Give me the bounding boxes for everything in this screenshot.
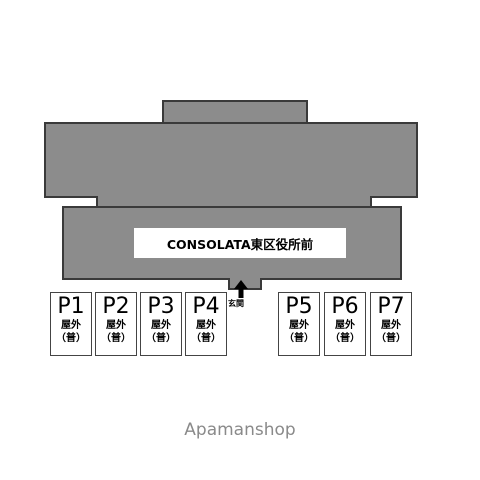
parking-slot: P6 屋外 （普） xyxy=(324,292,366,356)
parking-slot: P1 屋外 （普） xyxy=(50,292,92,356)
parking-slot-number: P1 xyxy=(57,294,85,319)
parking-slot-size: （普） xyxy=(146,333,176,344)
parking-slot-number: P2 xyxy=(102,294,130,319)
entrance-label: 玄関 xyxy=(228,299,244,308)
parking-slot-size: （普） xyxy=(101,333,131,344)
parking-slot-type: 屋外 xyxy=(106,320,126,331)
parking-slot-size: （普） xyxy=(330,333,360,344)
building-name: CONSOLATA東区役所前 xyxy=(166,236,314,252)
parking-slot: P2 屋外 （普） xyxy=(95,292,137,356)
building-name-label: CONSOLATA東区役所前 xyxy=(134,228,346,258)
parking-slot-size: （普） xyxy=(191,333,221,344)
building-roof-top xyxy=(162,100,308,126)
parking-slot-type: 屋外 xyxy=(381,320,401,331)
arrow-up-icon xyxy=(234,280,248,298)
parking-slot-number: P6 xyxy=(331,294,359,319)
parking-slot: P7 屋外 （普） xyxy=(370,292,412,356)
parking-slot-type: 屋外 xyxy=(335,320,355,331)
parking-slot: P5 屋外 （普） xyxy=(278,292,320,356)
building-connector xyxy=(96,196,372,208)
building-upper-block xyxy=(44,122,418,198)
parking-slot: P4 屋外 （普） xyxy=(185,292,227,356)
parking-slot-number: P3 xyxy=(147,294,175,319)
watermark: Apamanshop xyxy=(184,420,296,440)
parking-slot-number: P7 xyxy=(377,294,405,319)
parking-slot-size: （普） xyxy=(284,333,314,344)
parking-slot: P3 屋外 （普） xyxy=(140,292,182,356)
parking-slot-size: （普） xyxy=(56,333,86,344)
parking-slot-type: 屋外 xyxy=(289,320,309,331)
parking-slot-type: 屋外 xyxy=(151,320,171,331)
parking-slot-number: P4 xyxy=(192,294,220,319)
parking-slot-number: P5 xyxy=(285,294,313,319)
parking-slot-size: （普） xyxy=(376,333,406,344)
parking-slot-type: 屋外 xyxy=(61,320,81,331)
parking-slot-type: 屋外 xyxy=(196,320,216,331)
